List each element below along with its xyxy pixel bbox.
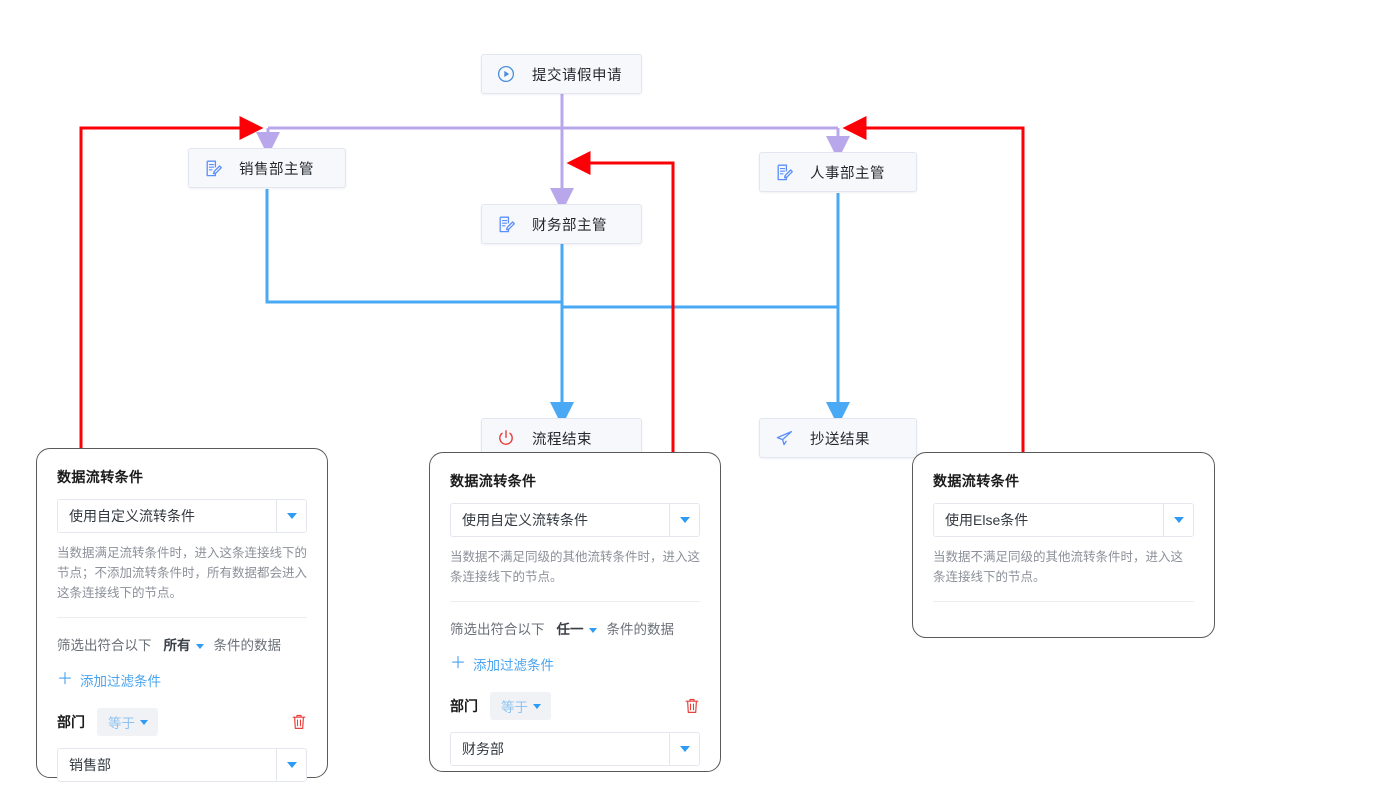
- node-start[interactable]: 提交请假申请: [481, 54, 642, 94]
- add-filter-condition-label: 添加过滤条件: [473, 658, 555, 673]
- node-start-label: 提交请假申请: [532, 67, 622, 84]
- paper-plane-icon: [774, 428, 794, 448]
- rule-value-text: 销售部: [69, 757, 111, 773]
- approval-doc-icon: [496, 214, 516, 234]
- condition-mode-value: 使用自定义流转条件: [462, 512, 588, 528]
- approval-doc-icon: [203, 158, 223, 178]
- play-circle-icon: [496, 64, 516, 84]
- panel-title: 数据流转条件: [450, 473, 537, 489]
- trash-icon[interactable]: [684, 697, 700, 715]
- filter-prefix-label: 筛选出符合以下: [450, 622, 545, 637]
- node-cc-result[interactable]: 抄送结果: [759, 418, 917, 458]
- plus-icon: ＋: [450, 655, 467, 672]
- add-filter-condition-button[interactable]: ＋ 添加过滤条件: [450, 654, 700, 674]
- divider: [57, 617, 307, 618]
- rule-value-select[interactable]: 财务部: [450, 732, 700, 766]
- rule-value-select[interactable]: 销售部: [57, 748, 307, 782]
- chevron-down-icon[interactable]: [276, 749, 306, 781]
- filter-prefix-label: 筛选出符合以下: [57, 638, 152, 653]
- panel-title: 数据流转条件: [57, 469, 144, 485]
- branch-connectors-purple: [256, 94, 850, 212]
- node-process-end-label: 流程结束: [532, 431, 592, 448]
- rule-field-label: 部门: [57, 714, 85, 730]
- condition-panel-finance: 数据流转条件 使用自定义流转条件 当数据不满足同级的其他流转条件时，进入这条连接…: [429, 452, 721, 772]
- chevron-down-icon[interactable]: [669, 504, 699, 536]
- chevron-down-icon: [195, 643, 204, 649]
- node-hr-supervisor-label: 人事部主管: [810, 165, 885, 182]
- filter-match-value: 所有: [163, 638, 191, 653]
- node-hr-supervisor[interactable]: 人事部主管: [759, 152, 917, 192]
- chevron-down-icon: [533, 703, 541, 709]
- trash-icon[interactable]: [291, 713, 307, 731]
- filter-suffix-label: 条件的数据: [606, 622, 675, 637]
- rule-operator-value: 等于: [108, 716, 135, 731]
- filter-match-value: 任一: [556, 622, 584, 637]
- condition-description: 当数据不满足同级的其他流转条件时，进入这条连接线下的节点。: [933, 550, 1184, 584]
- condition-link-hr: [842, 116, 1025, 455]
- node-cc-result-label: 抄送结果: [810, 431, 870, 448]
- node-sales-supervisor-label: 销售部主管: [239, 161, 314, 178]
- panel-title: 数据流转条件: [933, 473, 1020, 489]
- rule-value-text: 财务部: [462, 741, 504, 757]
- filter-match-row: 筛选出符合以下 任一 条件的数据: [450, 618, 700, 638]
- chevron-down-icon[interactable]: [276, 500, 306, 532]
- add-filter-condition-label: 添加过滤条件: [80, 674, 162, 689]
- condition-description: 当数据不满足同级的其他流转条件时，进入这条连接线下的节点。: [450, 550, 701, 584]
- condition-link-sales: [79, 116, 264, 450]
- chevron-down-icon[interactable]: [669, 733, 699, 765]
- divider: [933, 601, 1194, 602]
- node-finance-supervisor-label: 财务部主管: [532, 217, 607, 234]
- filter-match-select[interactable]: 所有: [164, 634, 204, 654]
- condition-mode-value: 使用Else条件: [945, 512, 1029, 528]
- chevron-down-icon[interactable]: [1163, 504, 1193, 536]
- node-sales-supervisor[interactable]: 销售部主管: [188, 148, 346, 188]
- condition-mode-value: 使用自定义流转条件: [69, 508, 195, 524]
- filter-match-select[interactable]: 任一: [557, 618, 597, 638]
- approval-doc-icon: [774, 162, 794, 182]
- rule-operator-select[interactable]: 等于: [490, 692, 551, 720]
- node-finance-supervisor[interactable]: 财务部主管: [481, 204, 642, 244]
- condition-description: 当数据满足流转条件时，进入这条连接线下的节点；不添加流转条件时，所有数据都会进入…: [57, 546, 308, 600]
- divider: [450, 601, 700, 602]
- filter-rule-header: 部门 等于: [57, 708, 307, 736]
- rule-operator-value: 等于: [501, 700, 528, 715]
- rule-operator-select[interactable]: 等于: [97, 708, 158, 736]
- plus-icon: ＋: [57, 671, 74, 688]
- condition-panel-hr: 数据流转条件 使用Else条件 当数据不满足同级的其他流转条件时，进入这条连接线…: [912, 452, 1215, 638]
- chevron-down-icon: [588, 627, 597, 633]
- merge-connectors-blue: [265, 189, 850, 426]
- power-off-icon: [496, 428, 516, 448]
- filter-suffix-label: 条件的数据: [213, 638, 282, 653]
- chevron-down-icon: [140, 719, 148, 725]
- condition-mode-select[interactable]: 使用自定义流转条件: [450, 503, 700, 537]
- rule-field-label: 部门: [450, 698, 478, 714]
- condition-link-finance: [566, 151, 675, 455]
- add-filter-condition-button[interactable]: ＋ 添加过滤条件: [57, 670, 307, 690]
- filter-rule-header: 部门 等于: [450, 692, 700, 720]
- condition-mode-select[interactable]: 使用Else条件: [933, 503, 1194, 537]
- condition-panel-sales: 数据流转条件 使用自定义流转条件 当数据满足流转条件时，进入这条连接线下的节点；…: [36, 448, 328, 782]
- condition-mode-select[interactable]: 使用自定义流转条件: [57, 499, 307, 533]
- filter-match-row: 筛选出符合以下 所有 条件的数据: [57, 634, 307, 654]
